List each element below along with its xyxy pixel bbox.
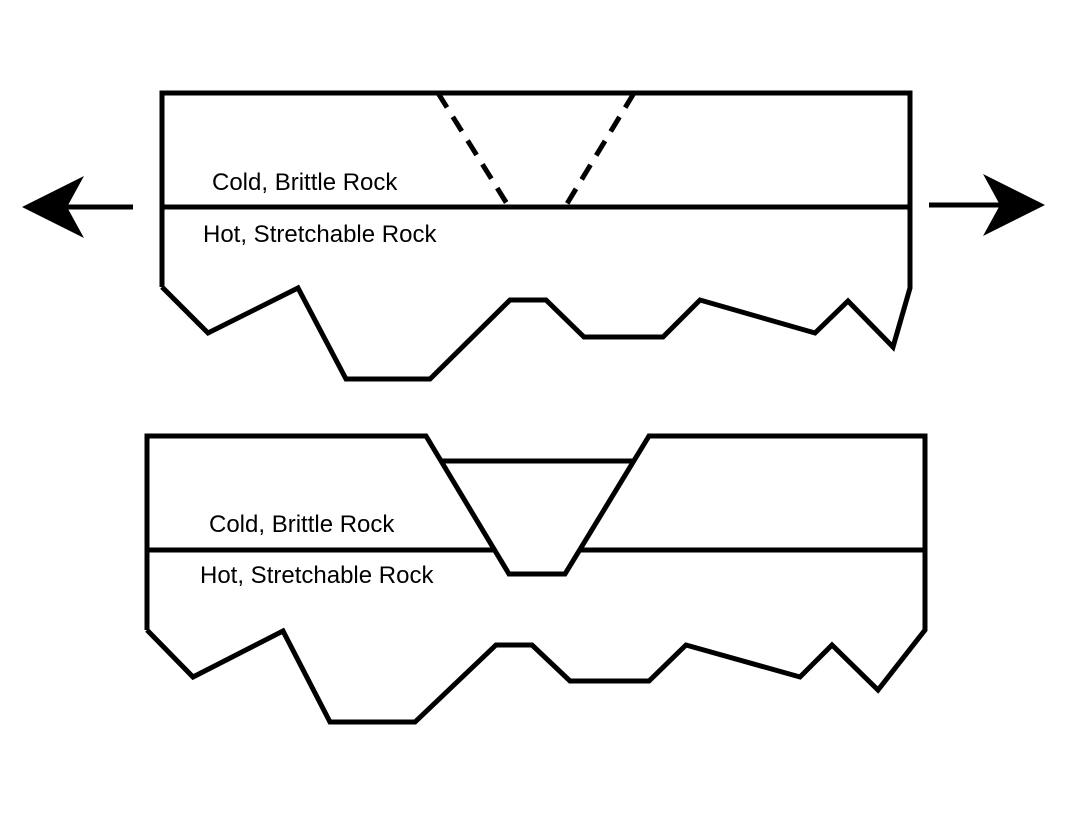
arrow-right-icon [929, 174, 1045, 236]
top-panel: Cold, Brittle Rock Hot, Stretchable Rock [159, 90, 913, 382]
arrow-left-icon [22, 176, 133, 238]
top-panel-outline [159, 90, 913, 382]
top-fault-right [562, 91, 637, 209]
bottom-panel: Cold, Brittle Rock Hot, Stretchable Rock [144, 433, 928, 725]
bottom-upper-layer-label: Cold, Brittle Rock [209, 511, 395, 538]
top-fault-left [435, 91, 512, 209]
bottom-panel-outline [144, 433, 928, 725]
top-lower-layer-label: Hot, Stretchable Rock [203, 221, 437, 248]
bottom-lower-layer-label: Hot, Stretchable Rock [200, 562, 434, 589]
top-upper-layer-label: Cold, Brittle Rock [212, 169, 398, 196]
